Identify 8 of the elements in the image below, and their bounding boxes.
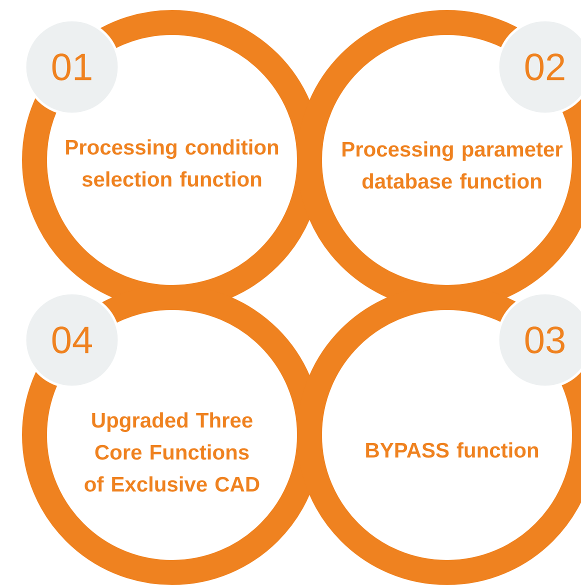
function-label: BYPASS function	[366, 442, 538, 458]
function-label: Upgraded Three Core Functions of Exclusive CAD	[84, 412, 260, 492]
function-label: Processing parameter database function	[342, 141, 563, 189]
function-label: Processing condition selection function	[66, 139, 278, 187]
number-badge: 01	[24, 18, 120, 116]
number-badge: 02	[496, 18, 581, 116]
number-badge: 03	[496, 292, 581, 388]
number-badge: 04	[24, 292, 120, 388]
